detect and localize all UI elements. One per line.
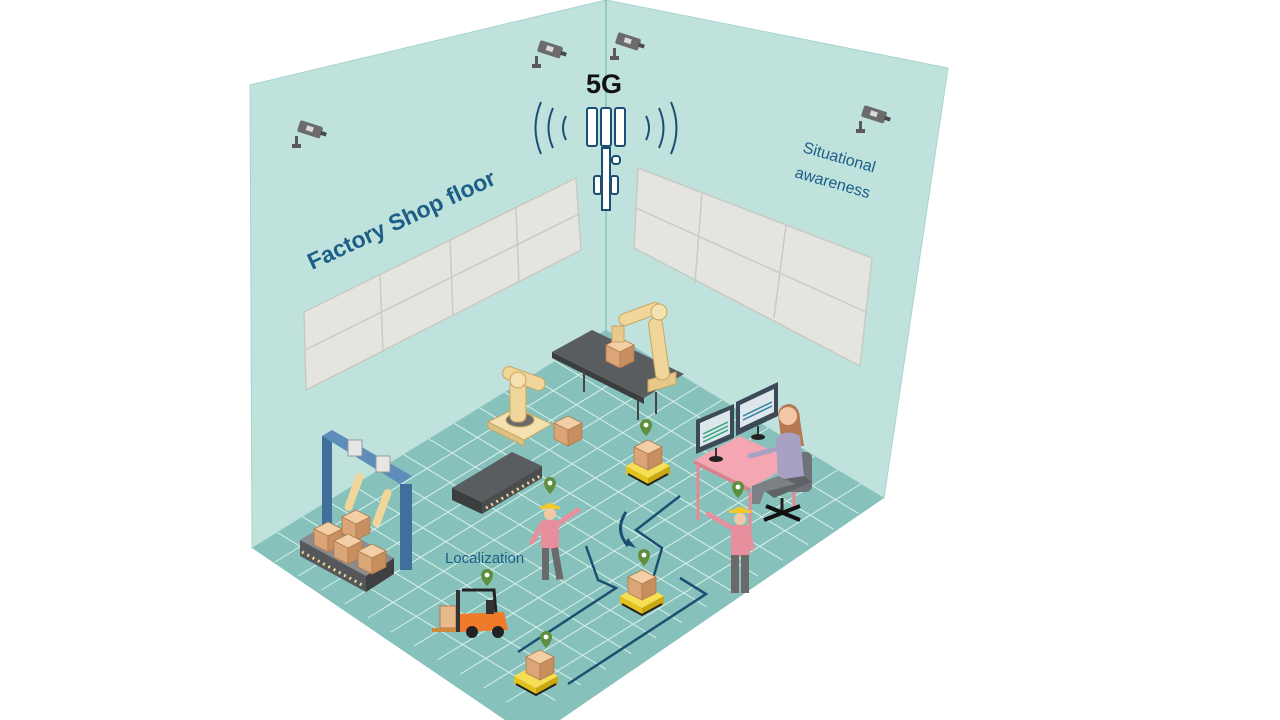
- worker: [529, 477, 581, 581]
- monitor-right: [736, 382, 778, 440]
- network-label: 5G: [586, 69, 622, 99]
- workstation: [694, 382, 812, 540]
- left-wall-panels: [303, 176, 582, 392]
- robot-arm-middle: [486, 366, 554, 447]
- operator: [747, 404, 804, 504]
- monitor-left: [696, 404, 734, 462]
- conveyor-middle: [452, 452, 542, 514]
- planned-path: [517, 495, 709, 686]
- right-wall-panels: [633, 166, 873, 368]
- worker: [705, 481, 755, 593]
- robot-arm-back: [611, 302, 677, 393]
- forklift: [432, 569, 508, 638]
- localization-label: Localization: [445, 550, 524, 567]
- antenna-tower-icon: [534, 101, 678, 211]
- box: [553, 415, 583, 447]
- box: [357, 543, 387, 575]
